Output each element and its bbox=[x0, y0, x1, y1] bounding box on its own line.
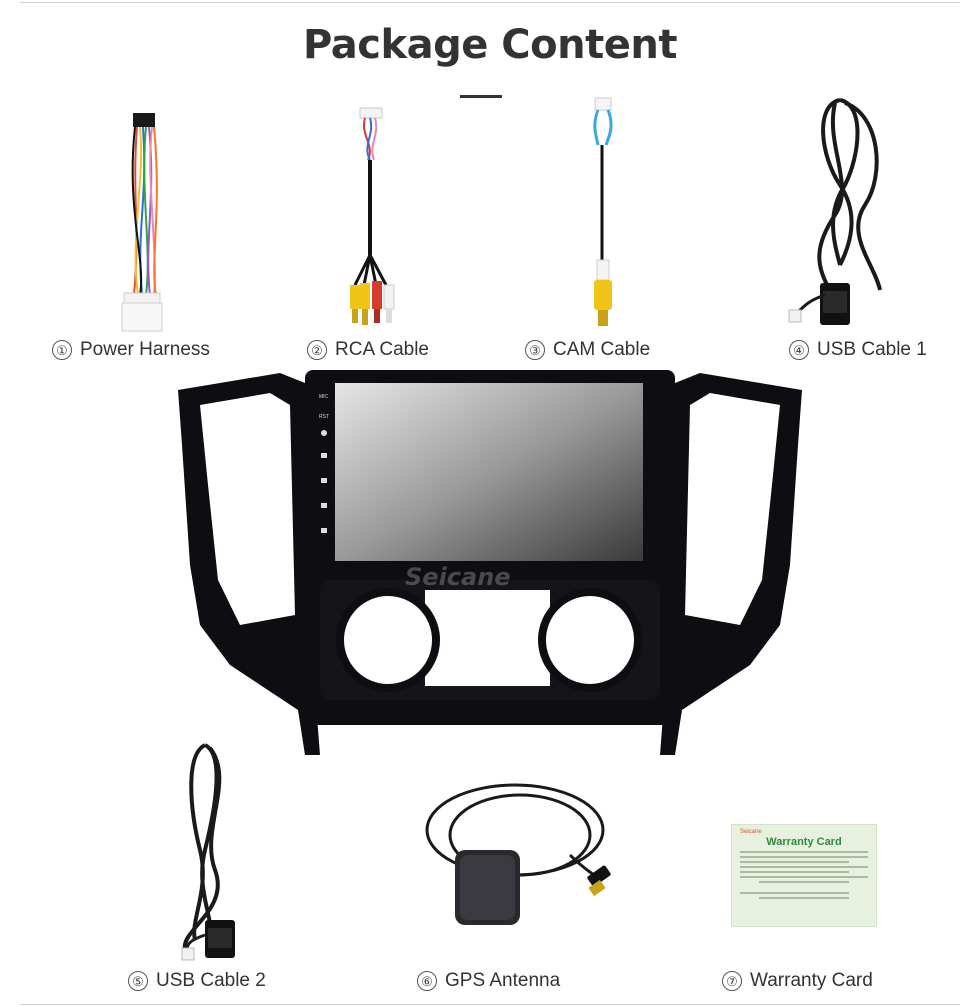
rca-cable-icon bbox=[350, 107, 395, 325]
warranty-card-icon: Seicane Warranty Card bbox=[731, 824, 877, 927]
item-number: ① bbox=[52, 340, 72, 360]
head-unit-frame bbox=[178, 370, 802, 755]
title-underline bbox=[460, 95, 502, 98]
caption-usb-cable-2: ⑤ USB Cable 2 bbox=[128, 970, 266, 992]
item-label: Warranty Card bbox=[750, 970, 873, 991]
warranty-card-brand: Seicane bbox=[740, 829, 762, 835]
caption-warranty-card: ⑦ Warranty Card bbox=[722, 970, 873, 992]
gps-antenna-icon bbox=[425, 783, 611, 925]
usb-cable-icon bbox=[788, 98, 882, 325]
caption-cam-cable: ③ CAM Cable bbox=[525, 339, 650, 361]
side-button-mic: MIC bbox=[319, 394, 329, 400]
page-title: Package Content bbox=[303, 22, 677, 68]
item-label: USB Cable 1 bbox=[817, 339, 927, 360]
item-number: ⑥ bbox=[417, 971, 437, 991]
item-label: CAM Cable bbox=[553, 339, 651, 360]
brand-watermark: Seicane bbox=[405, 563, 511, 591]
caption-usb-cable-1: ④ USB Cable 1 bbox=[789, 339, 927, 361]
power-harness-icon bbox=[121, 113, 163, 332]
item-number: ④ bbox=[789, 340, 809, 360]
item-number: ③ bbox=[525, 340, 545, 360]
item-number: ② bbox=[307, 340, 327, 360]
top-divider bbox=[20, 2, 960, 3]
cam-cable-icon bbox=[593, 97, 613, 326]
usb-cable-icon bbox=[181, 743, 235, 961]
item-label: Power Harness bbox=[80, 339, 210, 360]
caption-power-harness: ① Power Harness bbox=[52, 339, 210, 361]
bottom-divider bbox=[20, 1004, 960, 1005]
item-label: RCA Cable bbox=[335, 339, 429, 360]
item-number: ⑦ bbox=[722, 971, 742, 991]
side-button-rst: RST bbox=[319, 414, 329, 420]
warranty-card-title: Warranty Card bbox=[766, 836, 842, 848]
caption-rca-cable: ② RCA Cable bbox=[307, 339, 429, 361]
item-label: GPS Antenna bbox=[445, 970, 561, 991]
item-number: ⑤ bbox=[128, 971, 148, 991]
caption-gps-antenna: ⑥ GPS Antenna bbox=[417, 970, 560, 992]
item-label: USB Cable 2 bbox=[156, 970, 266, 991]
